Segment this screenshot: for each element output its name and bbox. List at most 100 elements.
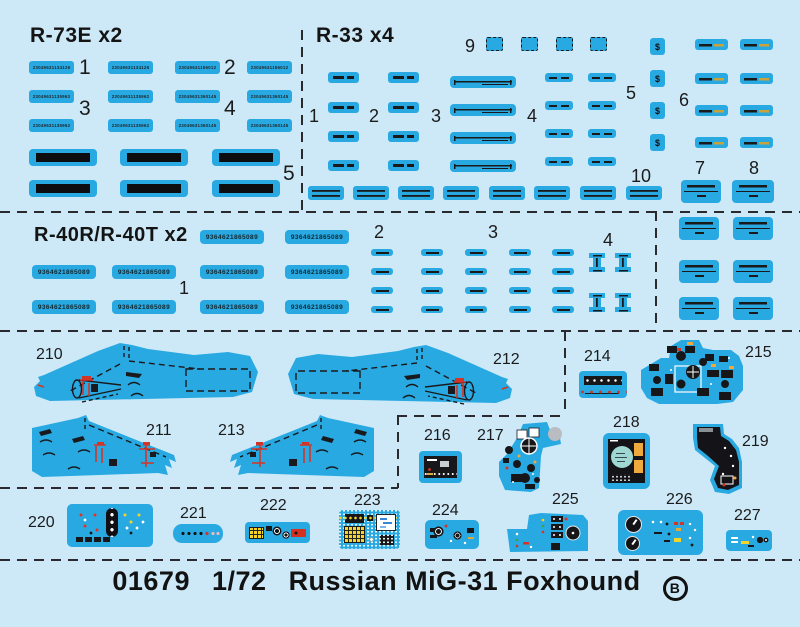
decal-black-stripe — [120, 180, 188, 197]
decal-lined-rect — [308, 186, 344, 200]
gauge-dial — [625, 536, 640, 551]
decal-fitting — [615, 293, 631, 312]
decal-serial-strip: 9364621865089 — [32, 265, 96, 279]
decal-marking — [545, 157, 573, 166]
group-number: 1 — [179, 278, 190, 298]
decal-lined-rect — [534, 186, 570, 200]
divider-dashed-horizontal — [0, 211, 800, 213]
group-number: 3 — [488, 222, 499, 242]
decal-text-block — [679, 217, 719, 240]
decal-marking — [552, 249, 574, 256]
part-number-227: 227 — [734, 507, 761, 524]
divider-dashed-horizontal — [0, 487, 398, 489]
divider-dashed-horizontal — [0, 559, 800, 561]
part-number-219: 219 — [742, 433, 769, 450]
decal-serial-strip: 9364621865089 — [200, 230, 264, 244]
decal-serial-strip: 23049631134126 — [108, 61, 153, 74]
part-number-210: 210 — [36, 346, 63, 363]
decal-marking — [465, 268, 487, 275]
decal-outline-square — [556, 37, 573, 51]
decal-marking — [509, 249, 531, 256]
decal-outline-square — [486, 37, 503, 51]
decal-marking — [588, 73, 616, 82]
decal-marking — [421, 287, 443, 294]
divider-dashed-horizontal — [0, 330, 800, 332]
decal-marking — [509, 287, 531, 294]
part-number-213: 213 — [218, 422, 245, 439]
decal-marking — [328, 72, 359, 83]
group-number: 3 — [79, 97, 91, 120]
decal-black-stripe — [29, 180, 97, 197]
decal-text-block — [679, 260, 719, 283]
decal-lined-rect — [398, 186, 434, 200]
decal-outline-square — [590, 37, 607, 51]
part-number-222: 222 — [260, 497, 287, 514]
group-number: 4 — [224, 97, 236, 120]
instrument-panel-decal-216 — [419, 451, 462, 483]
decal-serial-strip: 23049631156012 — [175, 61, 220, 74]
decal-text-block — [733, 217, 773, 240]
decal-marking — [588, 101, 616, 110]
decal-serial-strip: 9364621865089 — [32, 300, 96, 314]
group-number: 4 — [527, 106, 538, 126]
decal-marking — [371, 249, 393, 256]
nav-panel-decal-223 — [339, 510, 400, 549]
decal-symbol-badge: $ — [650, 38, 665, 55]
walkway-decal-212 — [288, 341, 518, 409]
group-number: 7 — [695, 158, 706, 178]
part-number-224: 224 — [432, 502, 459, 519]
gauge-dial — [625, 516, 642, 533]
decal-serial-strip: 23049631360145 — [175, 90, 220, 103]
instrument-panel-decal-214 — [579, 371, 627, 398]
part-number-211: 211 — [146, 422, 172, 439]
decal-black-stripe — [120, 149, 188, 166]
decal-marking — [388, 72, 419, 83]
walkway-decal-210 — [28, 339, 258, 407]
decal-text-strip — [695, 73, 728, 84]
decal-marking — [388, 102, 419, 113]
divider-dashed-vertical — [397, 415, 399, 488]
decal-long-bar — [450, 76, 516, 88]
decal-marking — [552, 306, 574, 313]
group-number: 8 — [749, 158, 760, 178]
decal-marking — [588, 129, 616, 138]
decal-serial-strip: 23049631135962 — [29, 90, 74, 103]
map-display — [376, 514, 396, 531]
sheet-footer: 01679 1/72 Russian MiG-31 Foxhound B — [0, 566, 800, 601]
decal-marking — [388, 160, 419, 171]
decal-serial-strip: 9364621865089 — [200, 300, 264, 314]
decal-black-stripe — [29, 149, 97, 166]
part-number-217: 217 — [477, 427, 504, 444]
group-number: 10 — [631, 166, 652, 186]
decal-text-strip — [740, 105, 773, 116]
radar-display-decal-218 — [603, 433, 650, 489]
part-number-218: 218 — [613, 414, 640, 431]
decal-marking — [509, 268, 531, 275]
decal-fitting — [589, 253, 605, 272]
decal-serial-strip: 9364621865089 — [285, 265, 349, 279]
instrument-panel-decal-215 — [641, 340, 743, 407]
group-number: 9 — [465, 36, 476, 56]
divider-dashed-vertical — [564, 331, 566, 416]
part-number-216: 216 — [424, 427, 451, 444]
part-number-221: 221 — [180, 505, 207, 522]
decal-serial-strip: 23049631135962 — [108, 119, 153, 132]
keypad — [249, 527, 264, 539]
indicator-column — [106, 508, 118, 537]
group-number: 4 — [603, 230, 614, 250]
decal-black-stripe — [212, 149, 280, 166]
control-panel-decal-222 — [245, 522, 310, 543]
walkway-decal-211 — [28, 415, 180, 479]
kit-scale: 1/72 — [211, 566, 267, 596]
walkway-decal-213 — [226, 415, 378, 479]
decal-marking — [371, 306, 393, 313]
decal-text-block — [681, 180, 721, 203]
decal-text-strip — [740, 137, 773, 148]
decal-long-bar — [450, 104, 516, 116]
part-number-226: 226 — [666, 491, 693, 508]
section-title-r73e: R-73E x2 — [30, 24, 123, 47]
control-panel-decal-225 — [507, 513, 588, 554]
decal-text-block — [732, 180, 774, 203]
section-title-r40: R-40R/R-40T x2 — [34, 224, 188, 246]
